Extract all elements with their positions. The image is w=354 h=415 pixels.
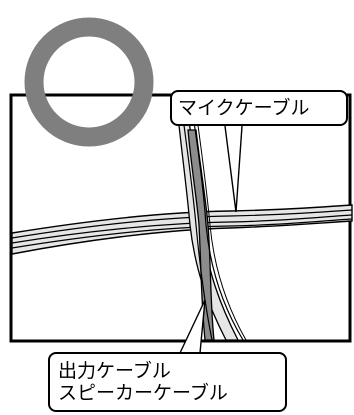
output-cable-strand [179,95,213,341]
output-cable-strand [193,95,247,341]
mic-label-leader [224,125,243,213]
mic-cable-label: マイクケーブル [170,90,348,126]
output-cable-bundle [175,95,247,341]
output-cable-label-line1: 出力ケーブル [58,360,171,382]
output-cable-strand [189,95,244,341]
mic-cable-bundle [11,204,353,255]
mic-cable-strand-outer [11,204,353,255]
output-cable-strand-dark [187,129,215,341]
output-cable-label: 出力ケーブル スピーカーケーブル [48,352,287,412]
mic-cable-strand [11,214,353,244]
mic-cable-strand [11,218,353,249]
mic-cable-strand [11,209,353,239]
output-cable-label-line2: スピーカーケーブル [58,382,228,404]
correct-circle-mark-icon [24,17,154,147]
output-label-leader [179,299,206,354]
